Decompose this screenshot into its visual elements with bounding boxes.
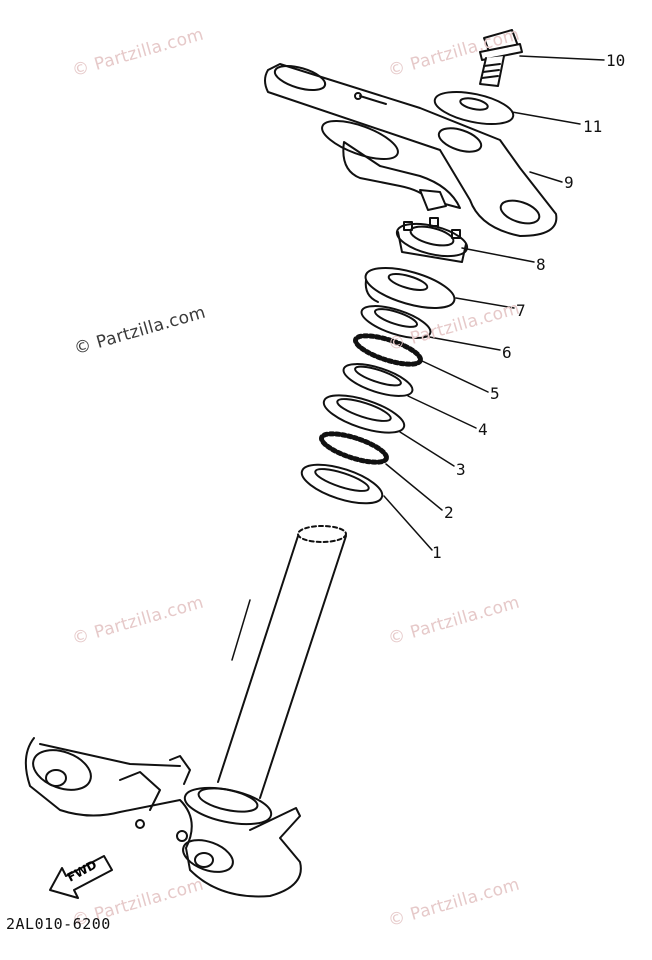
callout-3: 3 (456, 460, 466, 479)
part-10-bolt (479, 29, 523, 87)
callout-7: 7 (516, 301, 526, 320)
callout-1: 1 (432, 543, 442, 562)
part-2-ball-bearing (319, 431, 389, 465)
part-1-dust-seal (300, 463, 384, 505)
steering-stem-lower-bracket (24, 525, 347, 898)
fwd-arrow-icon (49, 855, 113, 899)
part-9-upper-bracket (264, 63, 558, 237)
callout-2: 2 (444, 503, 454, 522)
part-7-cover (364, 267, 456, 309)
callout-10: 10 (606, 51, 626, 70)
part-4-race (342, 363, 414, 397)
callout-5: 5 (490, 384, 500, 403)
callout-6: 6 (502, 343, 512, 362)
part-11-washer (433, 90, 515, 126)
drawing-code: 2AL010-6200 (6, 915, 111, 933)
part-3-race (322, 394, 406, 434)
callout-4: 4 (478, 420, 488, 439)
part-8-ring-nut (395, 217, 469, 263)
part-6-race (360, 305, 432, 339)
callout-8: 8 (536, 255, 546, 274)
callout-9: 9 (564, 173, 574, 192)
leader-lines (383, 55, 605, 551)
callout-11: 11 (583, 117, 603, 136)
